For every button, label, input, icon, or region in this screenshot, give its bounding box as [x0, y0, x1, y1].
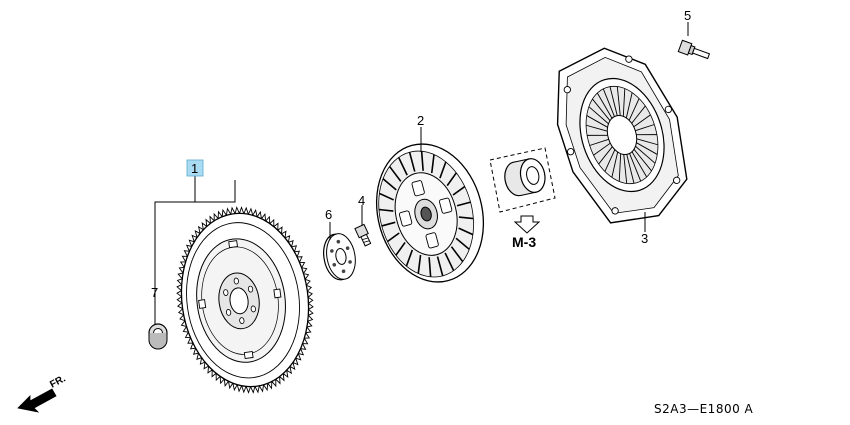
callout-1-highlight	[186, 159, 204, 177]
release-bearing-group: M-3	[489, 147, 556, 250]
pressure-plate-bolt[interactable]	[677, 39, 711, 62]
flywheel-bolt-holes	[223, 277, 256, 325]
callout-1[interactable]: 1	[191, 161, 198, 176]
callout-5[interactable]: 5	[684, 8, 691, 23]
callout-2[interactable]: 2	[417, 113, 424, 128]
reference-arrow-icon	[513, 215, 541, 234]
front-direction-label: FR.	[48, 373, 68, 390]
flywheel-dowel-pins	[198, 240, 282, 360]
pilot-bearing[interactable]	[148, 323, 168, 350]
pressure-plate-cover[interactable]	[540, 33, 705, 236]
cover-mounting-holes	[563, 55, 681, 215]
front-direction-indicator: FR.	[17, 373, 68, 413]
callout-3[interactable]: 3	[641, 231, 648, 246]
clutch-disc[interactable]	[362, 132, 499, 294]
flywheel[interactable]	[165, 198, 324, 401]
drive-plate[interactable]	[320, 231, 359, 282]
release-bearing-dashed-box	[489, 147, 556, 213]
release-bearing[interactable]	[502, 156, 548, 198]
damper-springs	[398, 180, 453, 249]
callout-7[interactable]: 7	[151, 285, 158, 300]
front-arrow-icon	[17, 388, 57, 413]
clutch-disc-facing-segments	[378, 151, 474, 277]
flywheel-center-bore	[229, 287, 249, 315]
diagram-code: S2A3—E1800 A	[654, 402, 754, 416]
flywheel-bolt[interactable]	[354, 223, 373, 247]
reference-label: M-3	[512, 234, 536, 250]
leader-lines	[154, 22, 689, 324]
diaphragm-spring-fingers	[586, 86, 658, 184]
callout-6[interactable]: 6	[325, 207, 332, 222]
callout-4[interactable]: 4	[358, 193, 365, 208]
